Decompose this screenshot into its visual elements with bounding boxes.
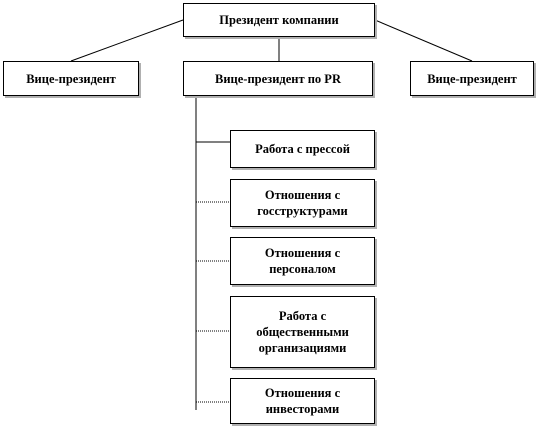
vice-president-right-label: Вице-президент bbox=[427, 71, 517, 86]
press-relations-label: Работа с прессой bbox=[255, 142, 350, 156]
vice-president-left-box: Вице-президент bbox=[3, 61, 139, 96]
press-relations-box: Работа с прессой bbox=[230, 130, 375, 168]
government-relations-label: Отношения с госструктурами bbox=[257, 188, 348, 218]
investor-relations-box: Отношения с инвесторами bbox=[230, 378, 375, 424]
connector-president-vp-left bbox=[70, 19, 184, 62]
connector-president-vp-right bbox=[374, 19, 473, 62]
public-organizations-label: Работа с общественными организациями bbox=[256, 309, 349, 355]
vice-president-right-box: Вице-президент bbox=[410, 61, 534, 96]
president-box: Президент компании bbox=[183, 3, 375, 37]
vice-president-left-label: Вице-президент bbox=[26, 71, 116, 86]
president-label: Президент компании bbox=[219, 13, 339, 27]
vice-president-pr-label: Вице-президент по PR bbox=[215, 71, 341, 86]
public-organizations-box: Работа с общественными организациями bbox=[230, 296, 375, 368]
government-relations-box: Отношения с госструктурами bbox=[230, 179, 375, 227]
staff-relations-box: Отношения с персоналом bbox=[230, 237, 375, 285]
investor-relations-label: Отношения с инвесторами bbox=[264, 386, 341, 416]
staff-relations-label: Отношения с персоналом bbox=[264, 246, 341, 276]
vice-president-pr-box: Вице-президент по PR bbox=[183, 61, 373, 96]
